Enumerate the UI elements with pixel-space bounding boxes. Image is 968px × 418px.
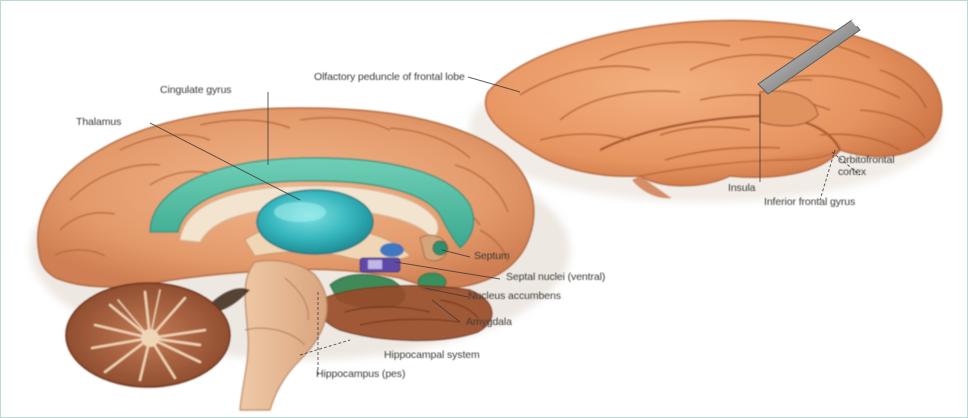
label-cingulate-gyrus: Cingulate gyrus (160, 84, 231, 96)
label-thalamus: Thalamus (76, 116, 121, 128)
label-septal-nuclei: Septal nuclei (ventral) (506, 271, 605, 283)
label-septum: Septum (474, 250, 510, 262)
label-orbitofrontal-cortex: Orbitofrontal cortex (838, 154, 894, 178)
label-insula: Insula (728, 182, 755, 194)
label-olfactory-peduncle: Olfactory peduncle of frontal lobe (314, 71, 465, 83)
label-hippocampal-system: Hippocampal system (384, 349, 480, 361)
label-hippocampus-foot: Hippocampus (pes) (316, 368, 405, 380)
label-ventral-striatum: Nucleus accumbens (468, 290, 561, 302)
label-inferior-frontal-gyrus: Inferior frontal gyrus (764, 196, 855, 208)
label-amygdala: Amygdala (466, 316, 512, 328)
